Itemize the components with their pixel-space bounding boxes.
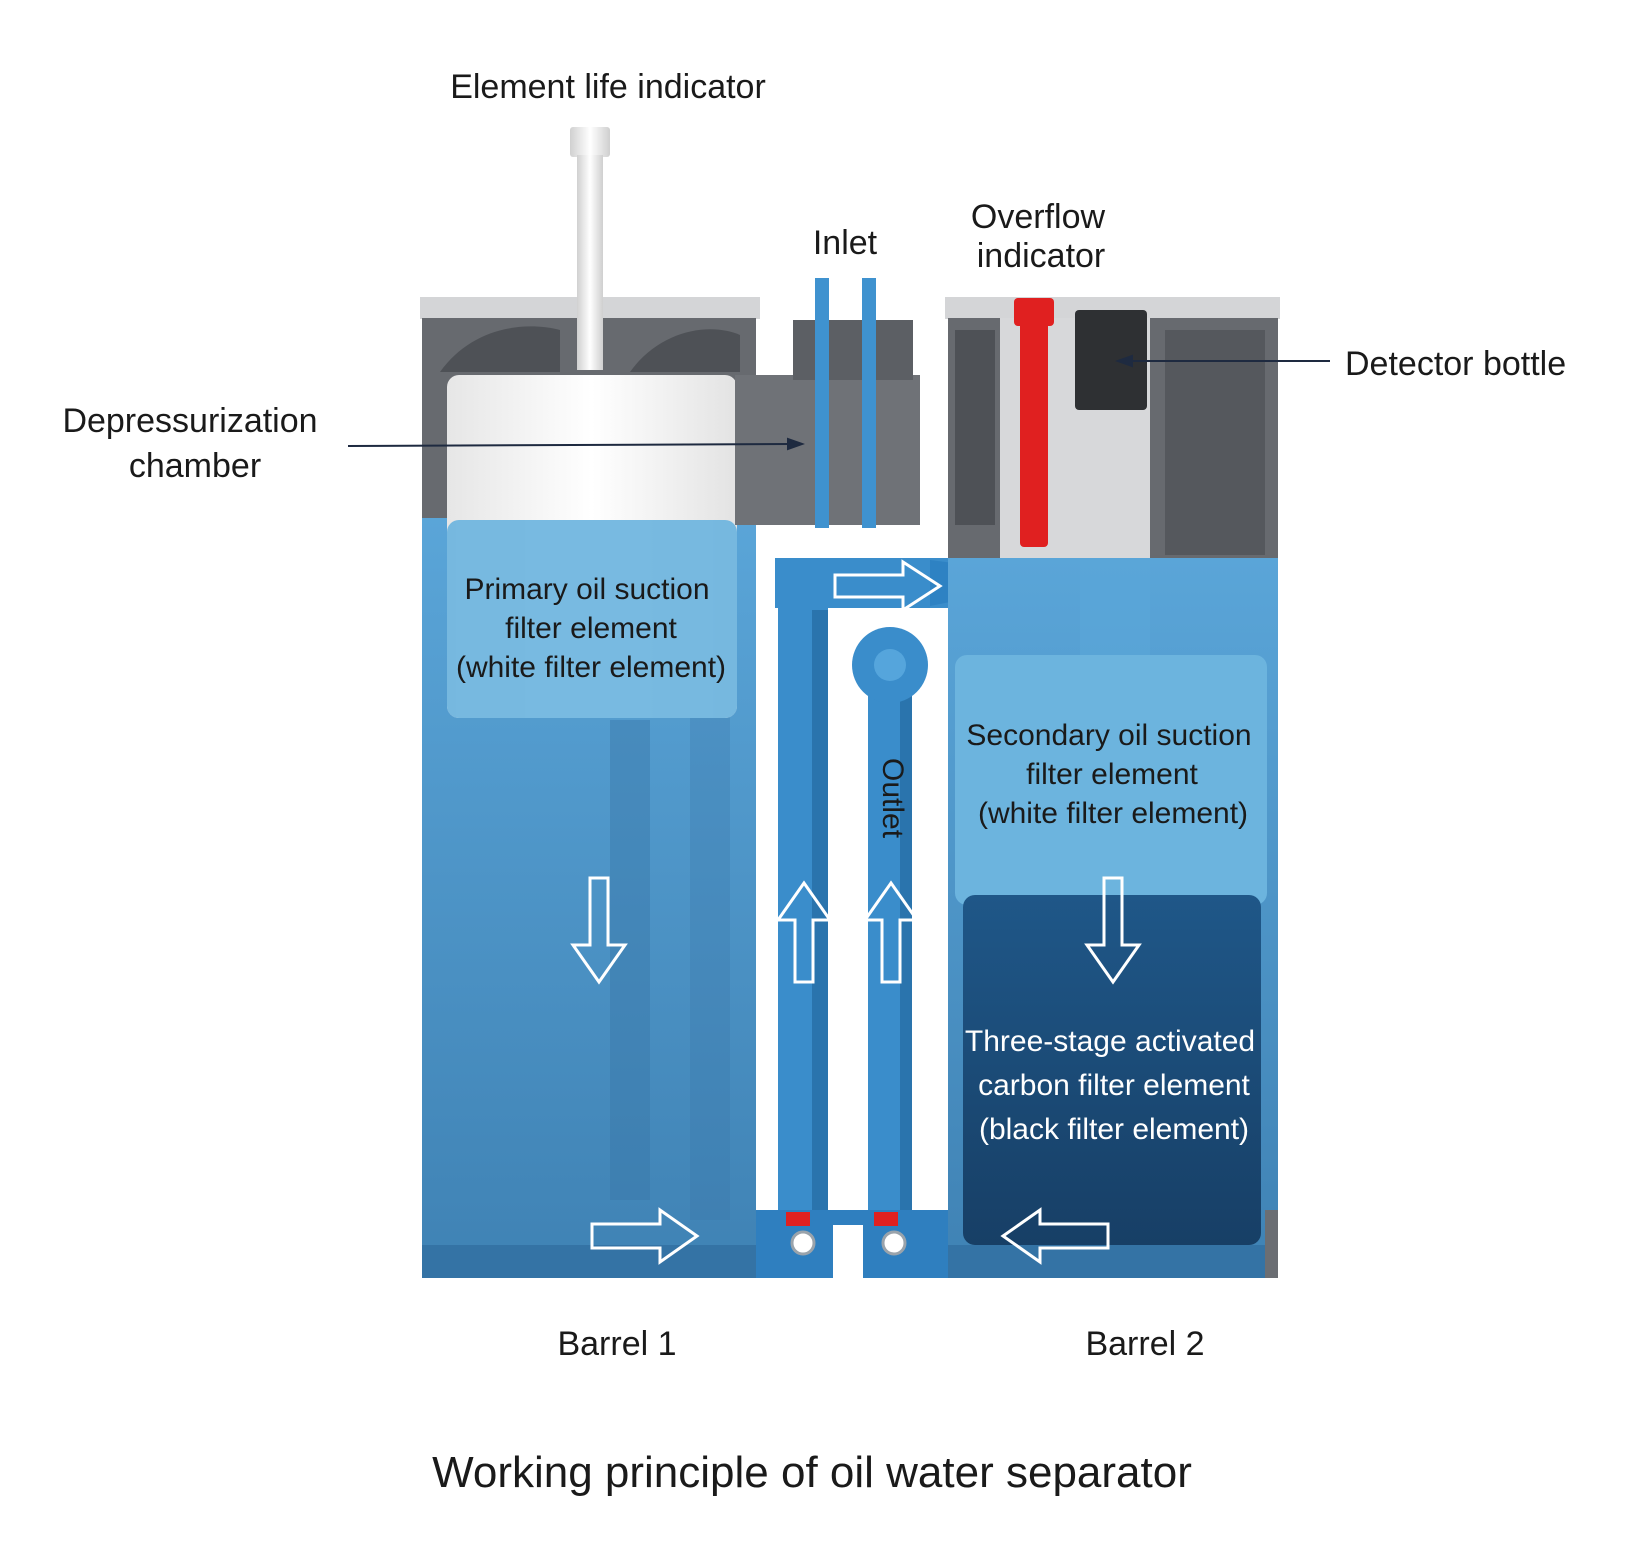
label-primary-1: Primary oil suction	[464, 573, 709, 606]
label-secondary-2: filter element	[1026, 758, 1198, 791]
center-section	[735, 278, 1075, 1278]
arrow-down-barrel-1	[570, 876, 628, 985]
label-carbon-2: carbon filter element	[978, 1069, 1250, 1102]
label-carbon-3: (black filter element)	[979, 1113, 1249, 1146]
valve-red-left	[786, 1212, 810, 1226]
labels: Element life indicator Inlet Overflow in…	[62, 68, 1566, 1497]
overflow-indicator-stem	[1020, 322, 1048, 547]
carbon-filter-element	[963, 895, 1261, 1245]
overflow-indicator-cap	[1014, 298, 1054, 326]
barrel-2	[945, 297, 1280, 1278]
diagram-title: Working principle of oil water separator	[432, 1448, 1192, 1497]
label-depressurization-1: Depressurization	[62, 402, 317, 440]
inlet-pipe-left	[815, 278, 829, 528]
center-base-gap	[833, 1225, 863, 1278]
label-secondary-3: (white filter element)	[978, 797, 1248, 830]
indicator-stem	[577, 155, 603, 370]
barrel-2-inner-column	[1080, 560, 1150, 660]
overflow-indicator	[1014, 298, 1054, 547]
leader-lines	[347, 354, 1330, 451]
channel-frame-top	[760, 528, 955, 558]
arrow-up-left-riser	[775, 880, 833, 984]
label-depressurization-2: chamber	[129, 447, 261, 485]
channel-gap-top	[833, 612, 953, 630]
barrel-2-right-rim	[1265, 1210, 1278, 1278]
label-barrel-2: Barrel 2	[1085, 1325, 1204, 1363]
leader-depressurization	[347, 443, 791, 447]
arrow-up-outlet	[862, 880, 920, 984]
arrow-right-transfer	[833, 559, 943, 613]
barrel-1-water-inner-shade	[610, 720, 650, 1200]
outlet-pipe-shadow	[900, 660, 912, 1250]
barrel-2-housing-dark-left	[955, 330, 995, 525]
label-carbon-1: Three-stage activated	[965, 1025, 1255, 1058]
valve-red-right	[874, 1212, 898, 1226]
label-overflow-1: Overflow	[971, 198, 1106, 236]
flow-arrows	[570, 559, 1142, 1265]
label-secondary-1: Secondary oil suction	[966, 719, 1251, 752]
left-riser-shadow	[812, 610, 828, 1250]
inlet-pipe-right	[862, 278, 876, 528]
inlet-block	[793, 320, 913, 380]
valve-left	[790, 1230, 816, 1256]
valve-right	[881, 1230, 907, 1256]
element-life-indicator	[570, 127, 610, 370]
indicator-knob	[570, 127, 610, 157]
barrel-1-cap-curve-left	[440, 326, 560, 372]
barrel-1	[420, 297, 760, 1278]
outlet-pipe-elbow-inner	[874, 649, 906, 681]
barrel-2-floor	[948, 1245, 1278, 1278]
barrel-1-cap-curve-right	[630, 329, 740, 372]
arrow-left-barrel-2-bottom	[1000, 1207, 1110, 1265]
barrel-1-floor	[422, 1245, 756, 1278]
label-outlet: Outlet	[876, 758, 909, 839]
barrel-1-water-inner-shade-2	[690, 700, 730, 1220]
channel-gap	[833, 615, 853, 1215]
detector-bottle	[1075, 310, 1147, 410]
label-element-life-indicator: Element life indicator	[450, 68, 766, 106]
leader-depressurization-tip	[787, 437, 805, 451]
label-inlet: Inlet	[813, 224, 878, 262]
label-primary-2: filter element	[505, 612, 677, 645]
arrow-right-barrel-1-bottom	[590, 1207, 700, 1265]
leader-detector-tip	[1115, 354, 1133, 368]
barrel-2-housing-dark-right	[1165, 330, 1265, 555]
label-overflow-2: indicator	[977, 237, 1106, 275]
label-barrel-1: Barrel 1	[557, 1325, 676, 1363]
secondary-filter-element	[955, 655, 1267, 905]
arrow-down-barrel-2	[1084, 876, 1142, 985]
primary-filter-submerged	[447, 520, 737, 718]
label-primary-3: (white filter element)	[456, 651, 726, 684]
label-detector-bottle: Detector bottle	[1345, 345, 1566, 383]
